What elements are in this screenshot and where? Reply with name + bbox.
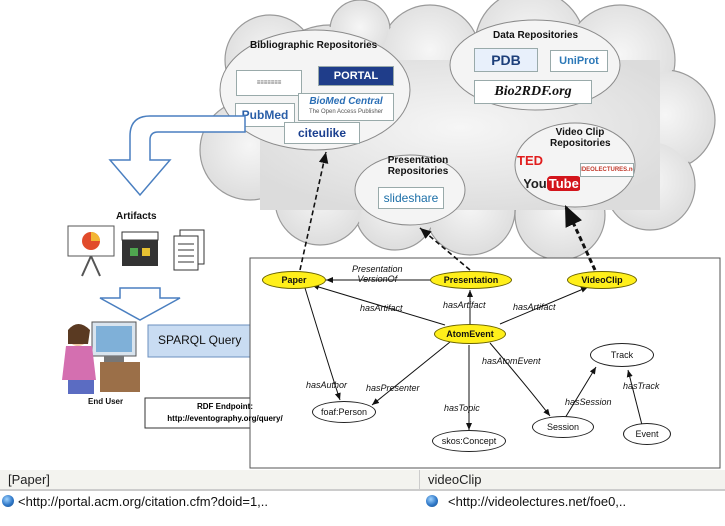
track-node: Track <box>590 343 654 367</box>
has-session-label: hasSession <box>565 397 612 407</box>
bio2rdf-logo: Bio2RDF.org <box>474 80 592 104</box>
has-topic-label: hasTopic <box>444 403 480 413</box>
result-cell-videoclip[interactable]: <http://videolectures.net/foe0,.. <box>420 491 725 512</box>
down-arrow <box>99 287 181 321</box>
has-presenter-label: hasPresenter <box>366 383 420 393</box>
presentation-version-of-label: Presentation VersionOf <box>352 264 403 284</box>
artifacts-label: Artifacts <box>116 211 157 222</box>
slideshare-logo: slideshare <box>378 187 444 209</box>
paper-to-bibliographic-edge <box>299 151 329 271</box>
rdf-endpoint-url[interactable]: http://eventography.org/query/ <box>167 414 283 423</box>
video-clip-repositories-title: Video Clip Repositories <box>550 127 611 149</box>
has-artifact-label-videoclip: hasArtifact <box>513 302 556 312</box>
result-column-header-videoclip[interactable]: videoClip <box>420 470 725 490</box>
result-row-divider <box>0 490 725 491</box>
end-user-label: End User <box>88 397 124 406</box>
presentation-repositories-title: Presentation Repositories <box>387 155 449 177</box>
rdf-endpoint-title: RDF Endpoint: <box>197 402 253 411</box>
skos-concept-node: skos:Concept <box>432 430 506 452</box>
sparql-query-label[interactable]: SPARQL Query <box>158 333 242 347</box>
globe-icon <box>2 495 14 507</box>
videolectures-logo: VIDEOLECTURES.net <box>580 163 634 177</box>
data-repositories-title: Data Repositories <box>493 30 579 41</box>
presentation-icon <box>67 225 115 277</box>
videoclip-node: VideoClip <box>567 271 637 289</box>
uniprot-logo: UniProt <box>550 50 608 72</box>
download-arrow <box>108 115 246 197</box>
has-artifact-label-presentation: hasArtifact <box>443 300 486 310</box>
clapperboard-icon <box>121 231 159 266</box>
presentation-node: Presentation <box>430 271 512 289</box>
atomevent-node: AtomEvent <box>434 324 506 344</box>
globe-icon <box>426 495 438 507</box>
foaf-person-node: foaf:Person <box>312 401 376 423</box>
citeulike-logo: citeulike <box>284 122 360 144</box>
videoclip-to-repo-edge <box>563 204 597 271</box>
acm-digital-library-logo: ≡≡≡≡≡≡≡ <box>236 70 302 96</box>
result-column-header-paper[interactable]: [Paper] <box>0 470 420 490</box>
portal-logo: PORTAL <box>318 66 394 86</box>
bibliographic-repositories-title: Bibliographic Repositories <box>250 40 378 51</box>
ted-logo: TED <box>517 153 543 168</box>
has-track-label: hasTrack <box>623 381 660 391</box>
paper-node: Paper <box>262 271 326 289</box>
has-atom-event-label: hasAtomEvent <box>482 356 541 366</box>
end-user-icon <box>62 321 140 394</box>
presentation-to-repo-edge <box>419 227 471 271</box>
event-node: Event <box>623 423 671 445</box>
session-node: Session <box>532 416 594 438</box>
result-cell-paper[interactable]: <http://portal.acm.org/citation.cfm?doid… <box>0 491 420 512</box>
result-cell-videoclip-text: <http://videolectures.net/foe0,.. <box>448 494 627 509</box>
pdb-logo: PDB <box>474 48 538 72</box>
has-author-label: hasAuthor <box>306 380 348 390</box>
result-cell-paper-text: <http://portal.acm.org/citation.cfm?doid… <box>18 494 269 509</box>
biomed-central-logo: BioMed Central The Open Access Publisher <box>298 93 394 121</box>
has-artifact-label-paper: hasArtifact <box>360 303 403 313</box>
document-icon <box>173 229 205 271</box>
